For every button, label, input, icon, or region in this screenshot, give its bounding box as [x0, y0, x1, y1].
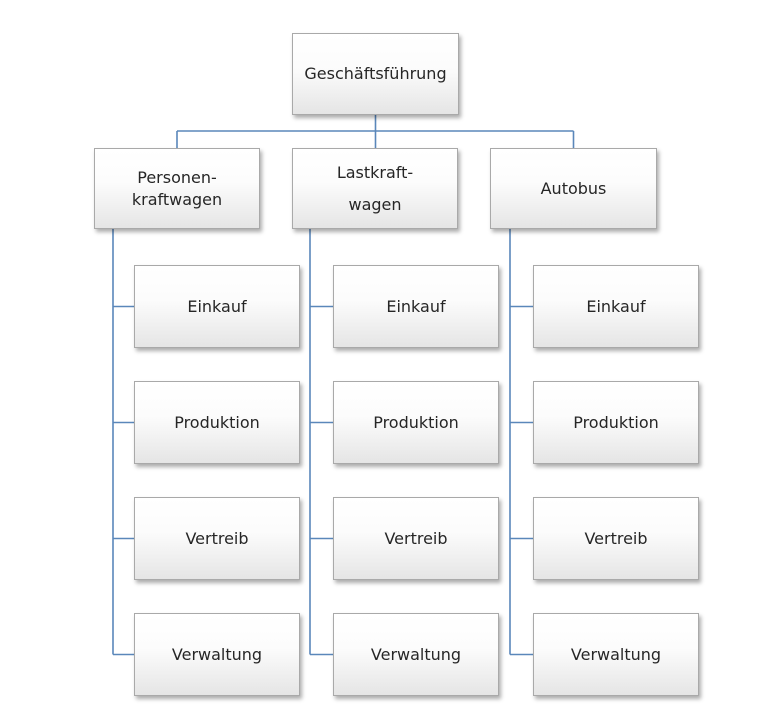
org-node-pkw-produktion: Produktion: [134, 381, 300, 464]
org-node-lkw-verwaltung: Verwaltung: [333, 613, 499, 696]
org-node-autobus-einkauf: Einkauf: [533, 265, 699, 348]
org-node-lkw-vertreib: Vertreib: [333, 497, 499, 580]
connector-branch3-children: [509, 229, 533, 656]
connector-root-to-branches: [176, 115, 575, 148]
org-node-pkw-vertreib: Vertreib: [134, 497, 300, 580]
org-node-lkw-einkauf: Einkauf: [333, 265, 499, 348]
org-node-lastkraftwagen: Lastkraft- wagen: [292, 148, 458, 229]
org-node-pkw-verwaltung: Verwaltung: [134, 613, 300, 696]
org-node-pkw-einkauf: Einkauf: [134, 265, 300, 348]
org-node-geschaeftsfuehrung: Geschäftsführung: [292, 33, 459, 115]
org-node-autobus: Autobus: [490, 148, 657, 229]
connector-branch1-children: [112, 229, 134, 656]
org-node-autobus-verwaltung: Verwaltung: [533, 613, 699, 696]
org-node-autobus-vertreib: Vertreib: [533, 497, 699, 580]
org-node-autobus-produktion: Produktion: [533, 381, 699, 464]
connector-branch2-children: [309, 229, 333, 656]
org-node-lkw-produktion: Produktion: [333, 381, 499, 464]
org-node-personenkraftwagen: Personen- kraftwagen: [94, 148, 260, 229]
